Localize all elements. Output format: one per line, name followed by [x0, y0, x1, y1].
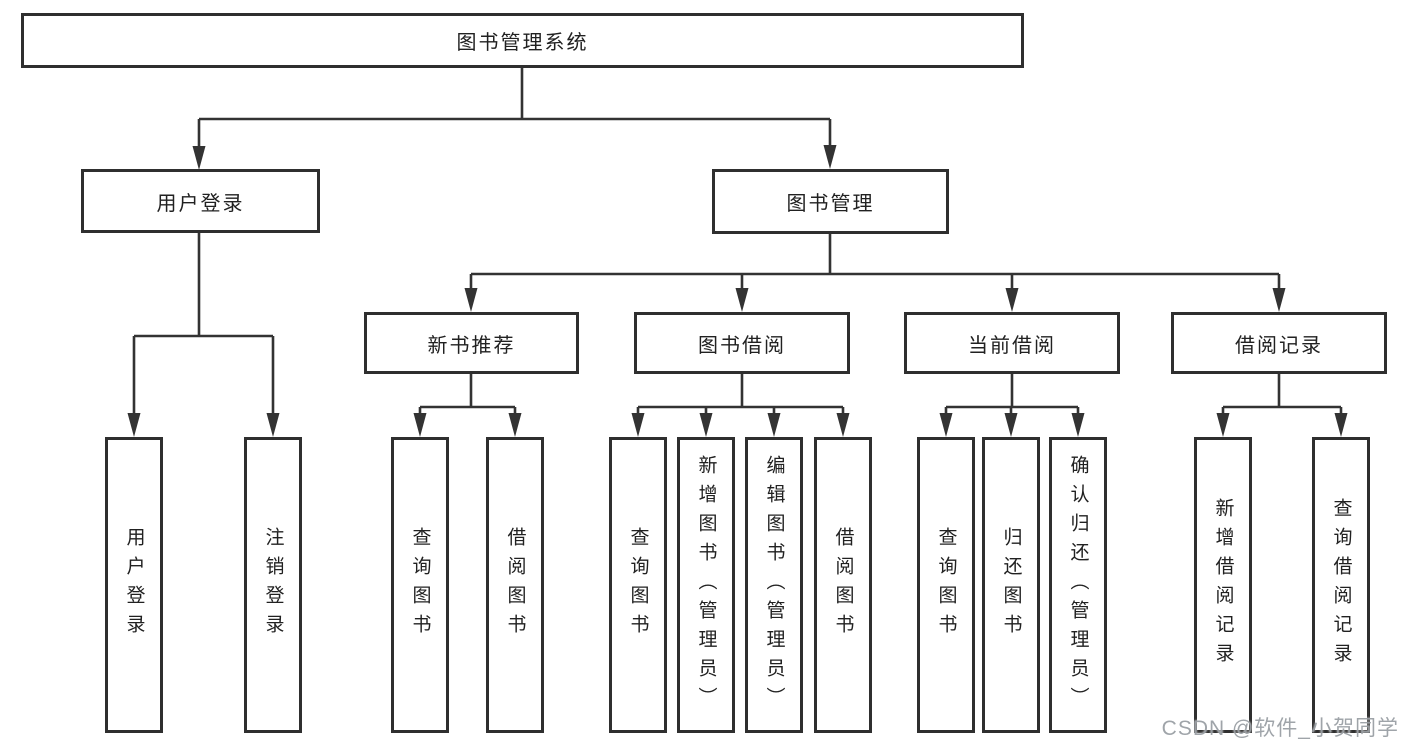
node-label: 图书借阅 [698, 334, 786, 357]
node-label: 借阅记录 [1235, 334, 1323, 357]
node-label: 确认归还（管理员） [1067, 454, 1089, 716]
node-label: 查询借阅记录 [1330, 498, 1352, 672]
node-system-root: 图书管理系统 [21, 13, 1024, 68]
node-label: 新增图书（管理员） [695, 454, 717, 716]
node-label: 查询图书 [627, 527, 649, 643]
node-current-borrowing: 当前借阅 [904, 312, 1120, 374]
node-label: 归还图书 [1000, 527, 1022, 643]
leaf-query-books-current: 查询图书 [917, 437, 975, 733]
node-label: 图书管理系统 [456, 32, 589, 54]
node-label: 借阅图书 [504, 527, 526, 643]
csdn-watermark: CSDN @软件_小贺同学 [1161, 717, 1399, 740]
node-label: 注销登录 [262, 527, 284, 643]
leaf-query-books-borrow: 查询图书 [609, 437, 667, 733]
node-label: 当前借阅 [968, 334, 1056, 357]
leaf-query-books-recommend: 查询图书 [391, 437, 449, 733]
node-book-management: 图书管理 [712, 169, 949, 234]
node-label: 用户登录 [156, 192, 245, 215]
node-label: 查询图书 [935, 527, 957, 643]
node-label: 编辑图书（管理员） [763, 454, 785, 716]
node-user-login: 用户登录 [81, 169, 320, 233]
leaf-add-borrow-record: 新增借阅记录 [1194, 437, 1252, 733]
leaf-borrow-books: 借阅图书 [814, 437, 872, 733]
leaf-confirm-return-admin: 确认归还（管理员） [1049, 437, 1107, 733]
leaf-edit-books-admin: 编辑图书（管理员） [745, 437, 803, 733]
leaf-query-borrow-record: 查询借阅记录 [1312, 437, 1370, 733]
leaf-borrow-books-recommend: 借阅图书 [486, 437, 544, 733]
leaf-return-books: 归还图书 [982, 437, 1040, 733]
node-label: 新书推荐 [427, 334, 516, 357]
node-label: 查询图书 [409, 527, 431, 643]
node-new-book-recommendation: 新书推荐 [364, 312, 579, 374]
node-borrowing-records: 借阅记录 [1171, 312, 1387, 374]
node-label: 借阅图书 [832, 527, 854, 643]
node-label: 图书管理 [786, 193, 875, 215]
node-book-borrowing: 图书借阅 [634, 312, 850, 374]
leaf-user-login: 用户登录 [105, 437, 163, 733]
leaf-logout: 注销登录 [244, 437, 302, 733]
node-label: 新增借阅记录 [1212, 498, 1234, 672]
node-label: 用户登录 [123, 527, 145, 643]
leaf-add-books-admin: 新增图书（管理员） [677, 437, 735, 733]
